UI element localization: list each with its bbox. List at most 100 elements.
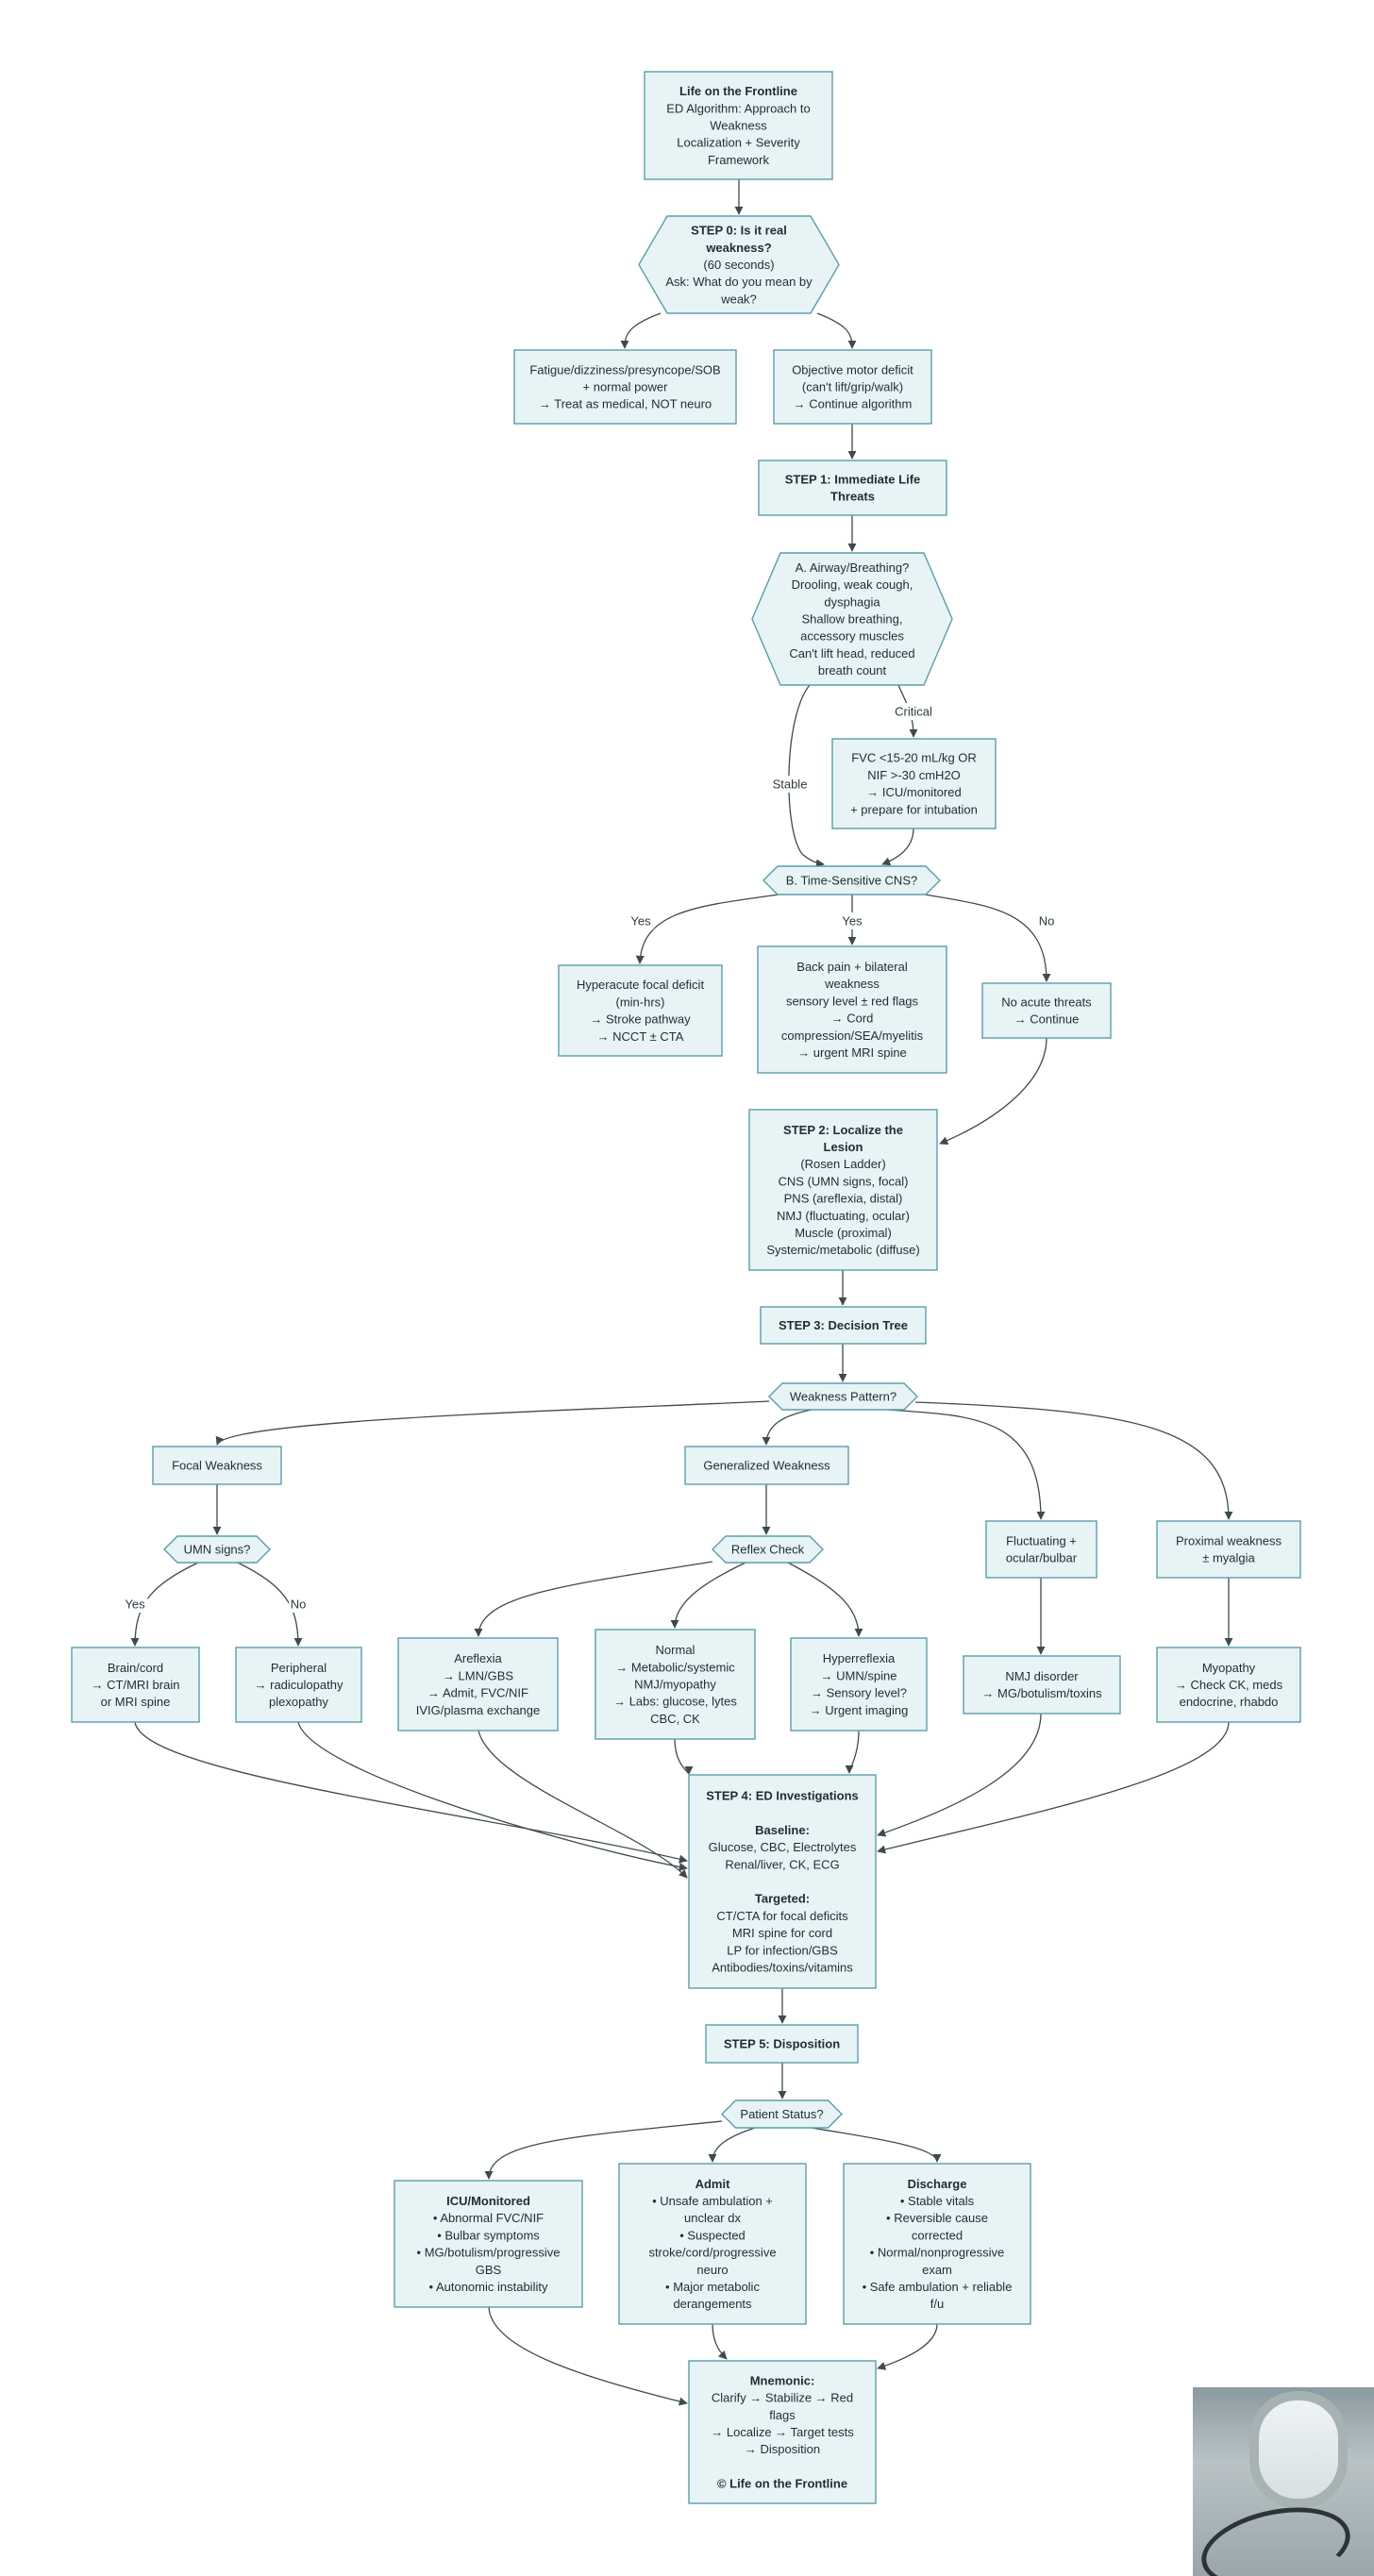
node-text-line: → Continue algorithm (794, 397, 913, 411)
decision-hexagon (751, 552, 953, 686)
node-text-line: (can't lift/grip/walk) (802, 380, 903, 394)
node-text-line: breath count (818, 663, 887, 677)
node-text-line: → Cord (831, 1012, 874, 1026)
node-text-line: • Autonomic instability (429, 2280, 548, 2294)
edge-arrow (670, 1562, 746, 1629)
node-box (831, 738, 997, 829)
node-text-line: NIF >-30 cmH2O (867, 768, 961, 782)
node-text-line: • Stable vitals (900, 2194, 975, 2208)
node-text-line: Renal/liver, CK, ECG (725, 1857, 839, 1871)
node-text-line: • Suspected (679, 2228, 746, 2242)
edge-label-yes_stroke: Yes (630, 914, 651, 928)
edge-arrow (816, 312, 857, 349)
edge-label-yes_cord: Yes (842, 914, 863, 928)
node-text-line: derangements (673, 2297, 752, 2311)
node-box (705, 2024, 859, 2064)
node-box (981, 982, 1112, 1039)
node-text-line: → Check CK, meds (1175, 1678, 1283, 1692)
edge-label-umn_yes: Yes (125, 1597, 145, 1612)
node-text-line: Ask: What do you mean by (665, 275, 813, 289)
node-text-line: STEP 5: Disposition (724, 2037, 840, 2051)
node-text-line: weakness (824, 977, 880, 991)
edge-label-bg (839, 912, 865, 929)
node-reflex: Reflex Check (712, 1535, 824, 1564)
node-text-line: © Life on the Frontline (717, 2477, 847, 2491)
node-text-line: Drooling, weak cough, (792, 577, 913, 592)
node-box (152, 1446, 282, 1485)
node-box (394, 2180, 583, 2308)
node-box (558, 964, 723, 1057)
edge-arrow (877, 2323, 938, 2370)
node-text-line: Brain/cord (108, 1661, 163, 1675)
node-text-line: corrected (912, 2228, 963, 2242)
node-text-line: dysphagia (824, 594, 880, 609)
node-proximal: Proximal weakness± myalgia (1156, 1520, 1301, 1579)
node-text-line: • MG/botulism/progressive (417, 2246, 561, 2260)
node-text-line: • Normal/nonprogressive (870, 2246, 1005, 2260)
node-admit: Admit• Unsafe ambulation +unclear dx• Su… (618, 2163, 807, 2325)
node-box (1156, 1520, 1301, 1579)
edge-label-bg (767, 776, 813, 793)
node-airway: A. Airway/Breathing?Drooling, weak cough… (751, 552, 953, 686)
node-text-line: Fluctuating + (1006, 1533, 1077, 1547)
node-text-line: Discharge (908, 2177, 967, 2191)
node-text-line: ED Algorithm: Approach to (666, 101, 810, 115)
edge-arrow (788, 684, 825, 868)
node-text-line: accessory muscles (800, 629, 904, 644)
node-nmj: NMJ disorder→ MG/botulism/toxins (963, 1655, 1121, 1715)
node-text-line: Lesion (824, 1140, 863, 1154)
node-box (71, 1647, 200, 1723)
edge-arrow (845, 1730, 860, 1774)
node-text-line: STEP 2: Localize the (783, 1123, 903, 1137)
node-text-line: Reflex Check (731, 1543, 805, 1557)
node-areflexia: Areflexia→ LMN/GBS→ Admit, FVC/NIFIVIG/p… (397, 1637, 559, 1731)
node-text-line: • Unsafe ambulation + (652, 2194, 773, 2208)
node-box (595, 1629, 756, 1740)
node-hyperacute: Hyperacute focal deficit(min-hrs)→ Strok… (558, 964, 723, 1057)
edge-arrow (886, 1409, 1046, 1520)
node-text-line: Fatigue/dizziness/presyncope/SOB (529, 362, 720, 376)
node-box (688, 1774, 877, 1989)
edge-arrow (712, 2323, 728, 2360)
node-text-line: • Reversible cause (886, 2211, 988, 2225)
node-step3: STEP 3: Decision Tree (760, 1306, 927, 1345)
edge-arrow (134, 1721, 688, 1864)
node-text-line: → Sensory level? (811, 1686, 907, 1700)
node-focal: Focal Weakness (152, 1446, 282, 1485)
node-text-line: → Disposition (745, 2442, 820, 2456)
node-text-line: Back pain + bilateral (796, 960, 908, 974)
node-text-line: → radiculopathy (255, 1678, 344, 1692)
edge-arrow (130, 1562, 199, 1647)
node-text-line: Hyperreflexia (823, 1651, 896, 1665)
node-text-line: Focal Weakness (172, 1459, 262, 1473)
node-text-line: CT/CTA for focal deficits (716, 1909, 848, 1923)
node-text-line: CBC, CK (650, 1712, 700, 1726)
node-text-line: Muscle (proximal) (795, 1226, 892, 1240)
edge-arrow (237, 1562, 303, 1647)
node-text-line: → Continue (1014, 1012, 1080, 1027)
node-text-line: weakness? (705, 241, 771, 255)
node-text-line: • Major metabolic (665, 2280, 760, 2294)
edge-label-umn_no: No (291, 1597, 307, 1612)
node-umn: UMN signs? (163, 1535, 271, 1564)
edge-arrow (674, 1738, 694, 1775)
node-text-line: • Abnormal FVC/NIF (433, 2211, 544, 2225)
node-text-line: ocular/bulbar (1006, 1551, 1078, 1565)
node-text-line: (Rosen Ladder) (800, 1157, 885, 1171)
edge-label-bg (289, 1596, 308, 1613)
node-text-line: UMN signs? (184, 1543, 251, 1557)
node-text-line: neuro (696, 2263, 728, 2277)
node-fatigue: Fatigue/dizziness/presyncope/SOB + normal… (513, 349, 737, 425)
node-box (618, 2163, 807, 2325)
node-text-line: Normal (656, 1643, 695, 1657)
edge-arrow (939, 1037, 1047, 1146)
node-noacute: No acute threats→ Continue (981, 982, 1112, 1039)
node-box (748, 1109, 938, 1271)
node-text-line: or MRI spine (101, 1695, 171, 1709)
node-pattern: Weakness Pattern? (768, 1382, 918, 1411)
node-text-line: + normal power (583, 380, 669, 394)
node-mnemonic: Mnemonic:Clarify → Stabilize → Redflags→… (688, 2360, 877, 2504)
node-text-line: → Metabolic/systemic (615, 1660, 735, 1674)
